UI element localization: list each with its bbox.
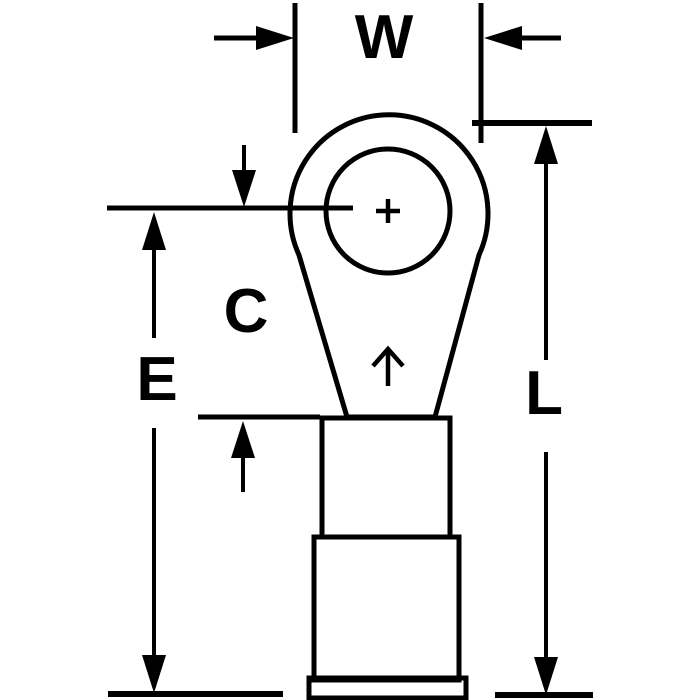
dimension-label-w: W (355, 3, 414, 72)
dimension-w: W (214, 3, 561, 143)
ring-eyelet-outline (287, 112, 491, 420)
dimension-e: E (108, 212, 283, 697)
insulation-sleeve-upper (319, 415, 453, 540)
ring-terminal-part (287, 112, 491, 700)
dimension-l: L (472, 120, 593, 698)
e-arrowhead-bottom (142, 655, 166, 693)
l-arrowhead-bottom (534, 657, 558, 695)
up-arrow-icon (371, 345, 405, 386)
c-arrowhead-top (232, 170, 256, 207)
insulation-flange (306, 675, 469, 700)
w-arrowhead-right (484, 26, 522, 50)
dimension-label-l: L (525, 359, 563, 428)
dimension-label-c: C (224, 277, 269, 346)
stud-hole (323, 146, 453, 276)
dimension-label-e: E (136, 345, 177, 414)
e-arrowhead-top (142, 212, 166, 250)
dimension-c: C (198, 145, 320, 492)
c-arrowhead-bottom (231, 421, 255, 458)
w-arrowhead-left (256, 26, 294, 50)
center-cross-icon (376, 199, 400, 223)
insulation-sleeve-lower (311, 534, 462, 683)
l-arrowhead-top (534, 126, 558, 164)
